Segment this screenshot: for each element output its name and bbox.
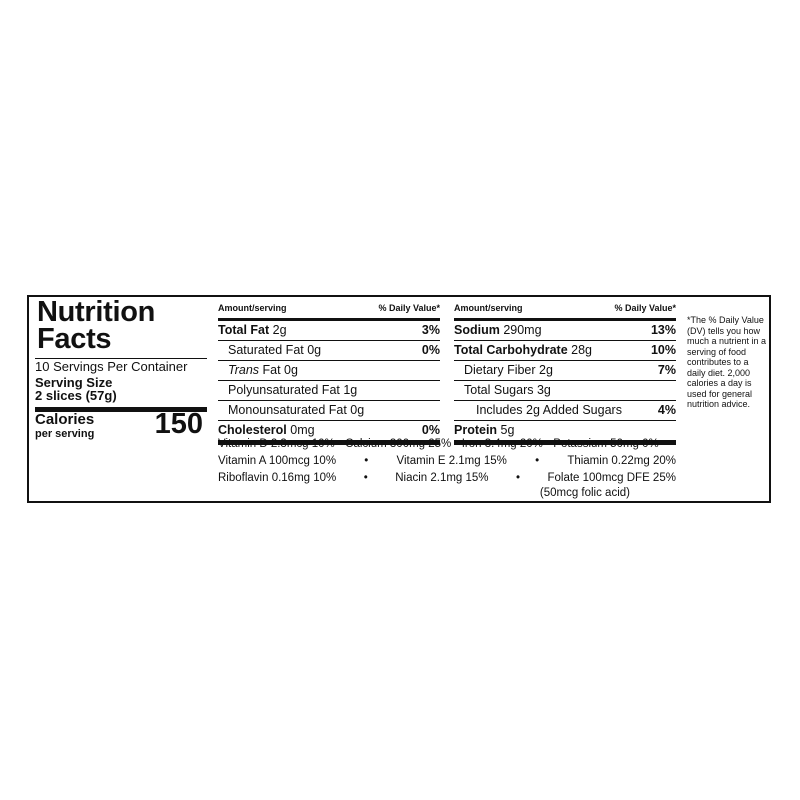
nutrient-row-monounsaturated-fat: Monounsaturated Fat 0g (218, 401, 440, 421)
nutrient-name: Protein (454, 423, 498, 437)
vitamin-item: Thiamin 0.22mg 20% (567, 455, 676, 467)
nutrient-row-total-fat: Total Fat 2g 3% (218, 321, 440, 341)
nutrient-name: Total Carbohydrate (454, 343, 568, 357)
nutrient-dv: 3% (421, 323, 440, 337)
servings-per-container: 10 Servings Per Container (35, 359, 188, 374)
serving-size-value: 2 slices (57g) (35, 388, 117, 403)
calories-sublabel: per serving (35, 428, 95, 440)
vitamin-item: Riboflavin 0.16mg 10% (218, 472, 337, 484)
vitamin-item: Folate 100mcg DFE 25% (547, 472, 676, 484)
nutrient-name: Monounsaturated Fat 0g (228, 403, 365, 417)
column-header: Amount/serving % Daily Value* (454, 301, 676, 316)
separator: • (515, 472, 521, 484)
nutrient-row-trans-fat: Trans Fat 0g (218, 361, 440, 381)
separator: • (364, 455, 369, 467)
nutrient-row-polyunsaturated-fat: Polyunsaturated Fat 1g (218, 381, 440, 401)
calories-label: Calories (35, 411, 95, 428)
label-title: Nutrition Facts (37, 296, 156, 355)
nutrition-facts-label: Nutrition Facts 10 Servings Per Containe… (27, 295, 771, 503)
nutrient-amount: 2g (272, 323, 287, 337)
nutrient-column-right: Amount/serving % Daily Value* Sodium 290… (454, 301, 676, 445)
vitamins-line-4: (50mcg folic acid) (539, 487, 630, 499)
nutrient-name: Cholesterol (218, 423, 287, 437)
divider (35, 358, 207, 359)
nutrient-row-dietary-fiber: Dietary Fiber 2g 7% (454, 361, 676, 381)
nutrient-column-left: Amount/serving % Daily Value* Total Fat … (218, 301, 440, 445)
amount-header: Amount/serving (454, 303, 523, 313)
divider (454, 440, 676, 445)
nutrient-name: Polyunsaturated Fat 1g (228, 383, 358, 397)
separator: • (363, 472, 368, 484)
serving-size-label: Serving Size (35, 375, 113, 390)
vitamins-line-2: Vitamin A 100mcg 10% • Vitamin E 2.1mg 1… (218, 454, 676, 469)
separator: • (535, 455, 540, 467)
nutrient-dv: 0% (421, 423, 440, 437)
amount-header: Amount/serving (218, 303, 287, 313)
nutrient-row-total-sugars: Total Sugars 3g (454, 381, 676, 401)
vitamins-line-3: Riboflavin 0.16mg 10% • Niacin 2.1mg 15%… (218, 471, 676, 486)
nutrient-row-cholesterol: Cholesterol 0mg 0% (218, 421, 440, 440)
divider (454, 318, 676, 321)
nutrient-name: Trans (228, 363, 260, 377)
nutrient-row-sodium: Sodium 290mg 13% (454, 321, 676, 341)
nutrient-name: Saturated Fat (228, 343, 304, 357)
column-header: Amount/serving % Daily Value* (218, 301, 440, 316)
calories-value: 150 (154, 408, 203, 440)
nutrient-row-added-sugars: Includes 2g Added Sugars 4% (454, 401, 676, 421)
nutrient-name: Includes 2g Added Sugars (476, 403, 622, 417)
nutrient-dv: 10% (650, 343, 676, 357)
vitamin-item: Vitamin A 100mcg 10% (218, 455, 337, 467)
daily-value-header: % Daily Value* (378, 303, 440, 313)
divider (218, 318, 440, 321)
vitamin-item: Niacin 2.1mg 15% (395, 472, 489, 484)
nutrient-amount: 0g (307, 343, 322, 357)
vitamins-line-1: Vitamin D 2.3mcg 10% • Calcium 300mg 25%… (218, 438, 659, 450)
nutrient-row-saturated-fat: Saturated Fat 0g 0% (218, 341, 440, 361)
nutrient-name: Total Fat (218, 323, 270, 337)
nutrient-dv: 0% (421, 343, 440, 357)
nutrient-name: Dietary Fiber 2g (464, 363, 553, 377)
nutrient-dv: 13% (650, 323, 676, 337)
nutrient-name: Sodium (454, 323, 500, 337)
nutrient-amount: 0mg (290, 423, 315, 437)
daily-value-footnote: *The % Daily Value (DV) tells you how mu… (687, 315, 767, 409)
nutrient-amount: 5g (500, 423, 515, 437)
divider (35, 407, 207, 412)
nutrient-amount: 290mg (503, 323, 542, 337)
nutrient-amount: 28g (571, 343, 593, 357)
nutrient-name-rest: Fat 0g (262, 363, 298, 377)
nutrient-dv: 7% (657, 363, 676, 377)
divider (218, 440, 440, 445)
nutrient-name: Total Sugars 3g (464, 383, 551, 397)
nutrient-dv: 4% (657, 403, 676, 417)
nutrient-row-protein: Protein 5g (454, 421, 676, 440)
nutrient-row-total-carbohydrate: Total Carbohydrate 28g 10% (454, 341, 676, 361)
daily-value-header: % Daily Value* (614, 303, 676, 313)
vitamin-item: Vitamin E 2.1mg 15% (396, 455, 507, 467)
